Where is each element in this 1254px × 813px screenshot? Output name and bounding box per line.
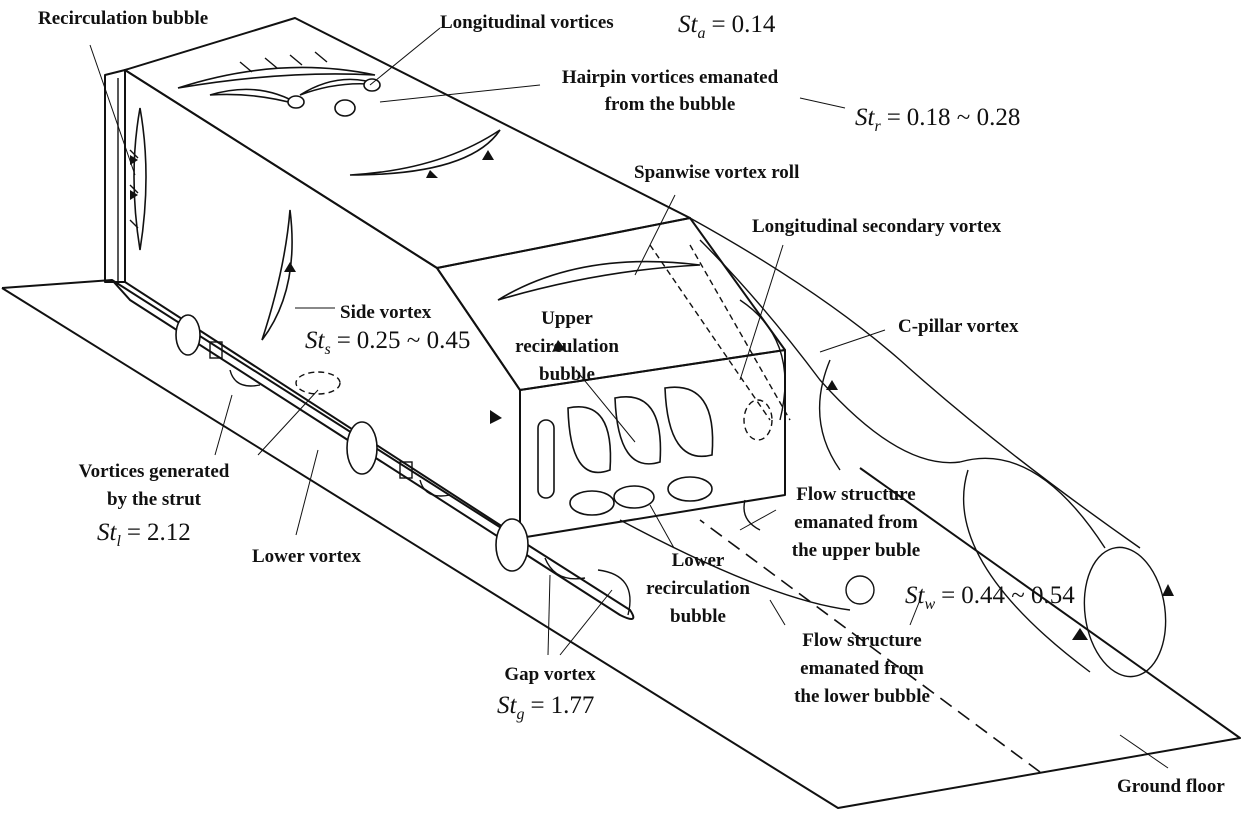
strouhal-w: Stw=0.44 ~ 0.54 [905, 582, 1075, 613]
label-flow-lower-3: the lower bubble [794, 686, 930, 707]
strouhal-r: Str=0.18 ~ 0.28 [855, 104, 1020, 135]
label-recirculation-bubble: Recirculation bubble [38, 8, 208, 29]
label-lower-recirc-1: Lower [672, 550, 725, 571]
flow-arrows [130, 150, 1174, 640]
label-hairpin-1: Hairpin vortices emanated [562, 67, 779, 88]
label-hairpin-2: from the bubble [605, 94, 736, 115]
side-skirt [111, 279, 635, 620]
roof-vortex-sheet [349, 129, 501, 176]
label-lower-recirc-3: bubble [670, 606, 726, 627]
label-gap-vortex: Gap vortex [504, 664, 596, 685]
strouhal-l: Stl=2.12 [97, 519, 191, 550]
label-flow-lower-2: emanated from [800, 658, 924, 679]
side-vortex-sheet [261, 209, 293, 341]
wake-structures [619, 244, 875, 611]
label-flow-upper-3: the upper buble [792, 540, 920, 561]
labels: Recirculation bubble Longitudinal vortic… [38, 8, 1225, 797]
front-face [104, 69, 126, 283]
strouhal-a: Sta=0.14 [678, 11, 776, 42]
front-recirculation-bubble [129, 107, 147, 251]
c-pillar-vortex-tube [689, 217, 1167, 678]
rear-recirculation [497, 260, 714, 516]
label-upper-recirc-1: Upper [541, 308, 593, 329]
strut-vortices [175, 314, 631, 616]
rear-slant [436, 217, 786, 391]
label-spanwise-roll: Spanwise vortex roll [634, 162, 799, 183]
label-lower-recirc-2: recirculation [646, 578, 750, 599]
label-strut-2: by the strut [107, 489, 202, 510]
label-upper-recirc-3: bubble [539, 364, 595, 385]
ground-floor-plane [1, 279, 1241, 809]
label-flow-upper-1: Flow structure [796, 484, 915, 505]
rear-face [519, 349, 786, 539]
strouhal-s: Sts=0.25 ~ 0.45 [305, 327, 470, 358]
label-lower-vortex: Lower vortex [252, 546, 361, 567]
label-ground-floor: Ground floor [1117, 776, 1225, 797]
ground-centerline [699, 519, 1041, 773]
label-flow-upper-2: emanated from [794, 512, 918, 533]
label-strut-1: Vortices generated [79, 461, 230, 482]
label-longitudinal-vortices: Longitudinal vortices [440, 12, 614, 33]
spanwise-roll [497, 260, 701, 301]
leader-lines [89, 27, 1169, 769]
label-flow-lower-1: Flow structure [802, 630, 921, 651]
label-side-vortex: Side vortex [340, 302, 432, 323]
label-longitudinal-secondary: Longitudinal secondary vortex [752, 216, 1002, 237]
label-c-pillar-vortex: C-pillar vortex [898, 316, 1019, 337]
roof-longitudinal-vortices [177, 51, 501, 176]
roof [124, 17, 691, 269]
strouhal-annotations: Sta=0.14 Str=0.18 ~ 0.28 Sts=0.25 ~ 0.45… [97, 11, 1075, 723]
label-upper-recirc-2: recirculation [515, 336, 619, 357]
strouhal-g: Stg=1.77 [497, 692, 594, 723]
